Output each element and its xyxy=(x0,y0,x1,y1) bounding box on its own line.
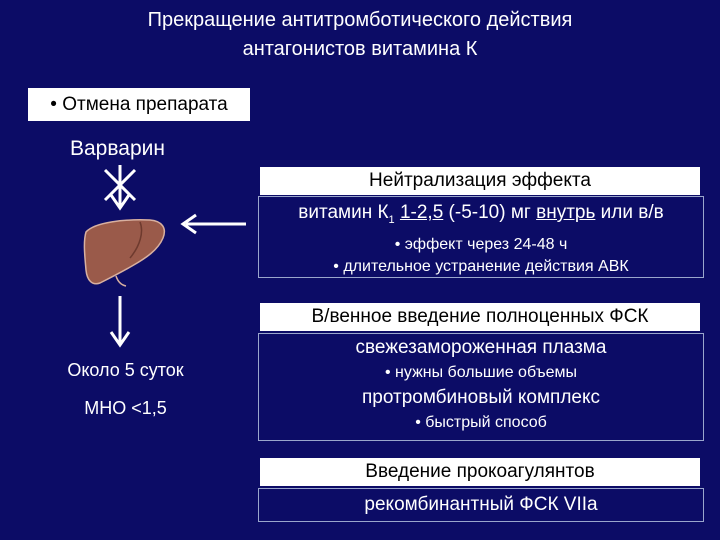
left-arrow-icon xyxy=(180,213,246,235)
procoagulants-panel: рекомбинантный ФСК VIIa xyxy=(258,488,704,522)
duration-text: Около 5 суток xyxy=(67,360,184,380)
procoagulants-header: Введение прокоагулянтов xyxy=(260,458,700,486)
neutralization-panel: витамин К1 1-2,5 (-5-10) мг внутрь или в… xyxy=(258,196,704,278)
slide-title: Прекращение антитромботического действия… xyxy=(0,6,720,64)
drug-withdrawal-box: • Отмена препарата xyxy=(28,88,250,121)
pcc-bullet: • быстрый способ xyxy=(415,414,547,431)
blocked-arrow-icon xyxy=(103,165,137,211)
vitamin-k-label: витамин К xyxy=(298,202,389,223)
ffp-item: свежезамороженная плазма xyxy=(355,337,607,358)
inr-text: МНО <1,5 xyxy=(84,398,167,418)
vitamin-k-dose: 1-2,5 xyxy=(399,202,444,223)
ffp-bullet: • нужны большие объемы xyxy=(385,364,577,381)
neutralization-bullet-1: • эффект через 24-48 ч xyxy=(394,235,568,253)
vitamin-k-line: витамин К1 1-2,5 (-5-10) мг внутрь или в… xyxy=(259,199,703,234)
factor-concentrates-panel: свежезамороженная плазма • нужны большие… xyxy=(258,333,704,441)
liver-icon xyxy=(83,219,166,287)
vitamin-k-subscript: 1 xyxy=(388,213,395,226)
pcc-item: протромбиновый комплекс xyxy=(361,387,600,408)
neutralization-bullet-2: • длительное устранение действия АВК xyxy=(333,257,629,275)
neutralization-header: Нейтрализация эффекта xyxy=(260,167,700,195)
title-line-2: антагонистов витамина К xyxy=(242,38,478,60)
vitamin-k-route-oral: внутрь xyxy=(536,202,596,223)
factor-concentrates-header: В/венное введение полноценных ФСК xyxy=(260,303,700,331)
vitamin-k-dose-range: (-5-10) мг xyxy=(448,202,531,223)
vitamin-k-route-iv: или в/в xyxy=(600,202,664,223)
rfviia-item: рекомбинантный ФСК VIIa xyxy=(364,494,598,515)
drug-name: Варварин xyxy=(70,137,165,160)
title-line-1: Прекращение антитромботического действия xyxy=(147,9,573,31)
down-arrow-icon xyxy=(109,296,131,348)
